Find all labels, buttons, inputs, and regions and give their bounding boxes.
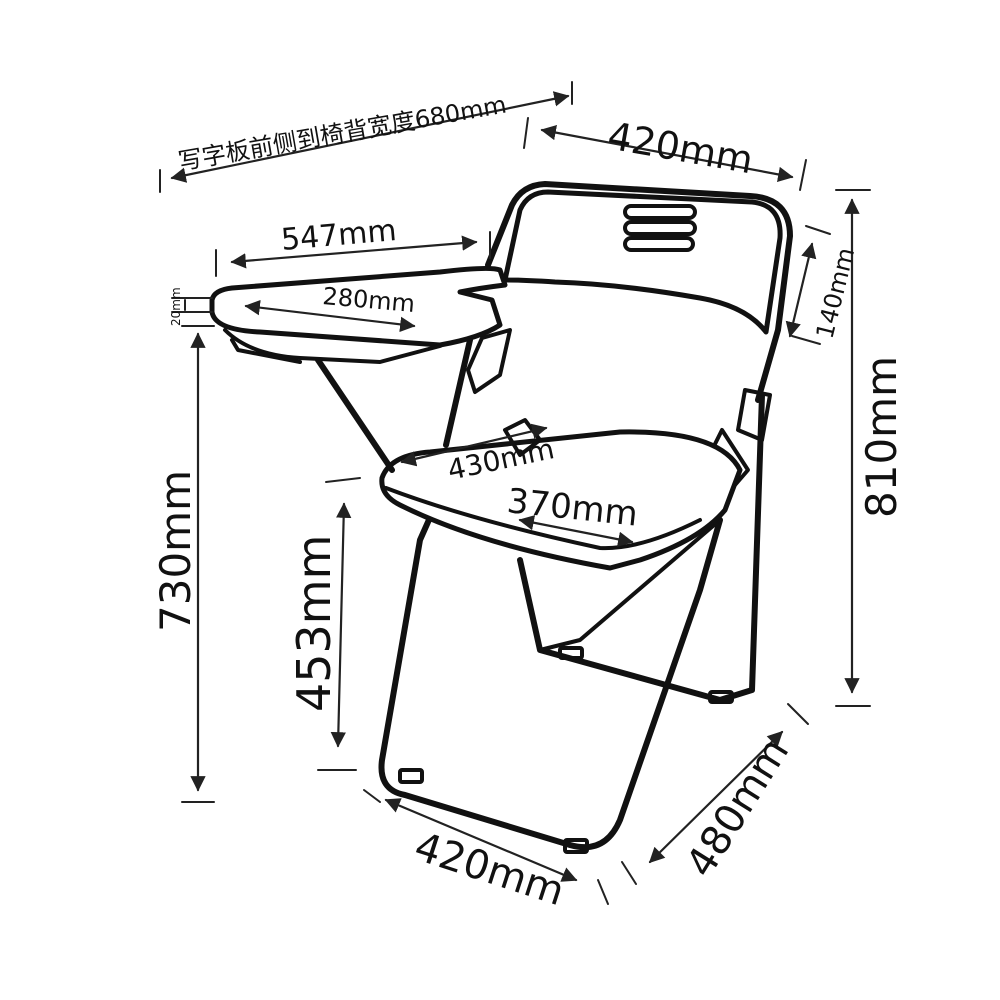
back-slot-middle [623, 220, 697, 236]
seat-depth-dimension-line [518, 515, 634, 547]
back-height-dimension-line [785, 242, 817, 338]
writing-tablet-edge [223, 328, 442, 364]
backrest-panel [502, 189, 783, 335]
back-width-label: 420mm [604, 114, 756, 183]
seat-height-dimension-line [330, 502, 352, 748]
rear-foot-left [558, 646, 584, 660]
back-slot-bottom [623, 236, 695, 252]
depth-dimension-line [170, 91, 570, 183]
tablet-thickness-label: 20mm [169, 287, 183, 326]
tablet-clamp-upper [466, 328, 512, 394]
total-height-label: 810mm [857, 356, 906, 518]
front-foot-left [398, 768, 424, 784]
tablet-height-label: 730mm [151, 470, 200, 632]
tablet-width-dimension-line [244, 299, 416, 333]
tablet-arm-inner [443, 337, 473, 448]
dimension-lines [159, 81, 871, 905]
base-depth-label: 480mm [677, 730, 798, 885]
depth-label: 写字板前侧到椅背宽度680mm [176, 91, 508, 176]
rear-foot-right [708, 690, 734, 704]
back-frame-tube [485, 181, 793, 403]
tablet-support-arm [315, 357, 395, 473]
writing-tablet-front [230, 338, 302, 364]
back-hinge [736, 388, 772, 442]
seat-height-label: 453mm [287, 535, 341, 712]
back-slot-top [623, 204, 697, 220]
back-width-dimension-line [540, 124, 794, 183]
base-depth-dimension-line [648, 730, 784, 864]
cross-tube [538, 518, 722, 652]
folding-chair-illustration [209, 181, 793, 854]
tablet-length-dimension-line [230, 235, 478, 269]
base-width-dimension-line [384, 798, 578, 882]
seat-width-dimension-line [400, 423, 548, 467]
tablet-length-label: 547mm [280, 213, 398, 258]
